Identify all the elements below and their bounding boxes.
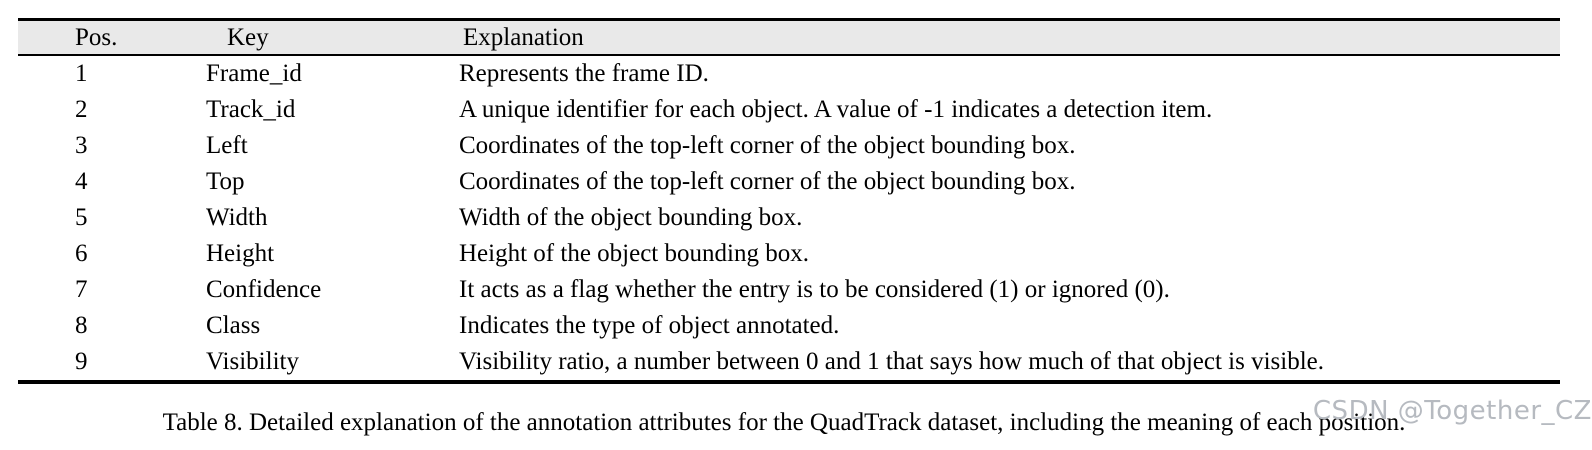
table-row: 3 Left Coordinates of the top-left corne… bbox=[18, 128, 1560, 164]
cell-key: Left bbox=[206, 132, 248, 160]
cell-pos: 8 bbox=[75, 312, 88, 340]
cell-pos: 5 bbox=[75, 204, 88, 232]
cell-explanation: It acts as a flag whether the entry is t… bbox=[459, 276, 1170, 304]
cell-pos: 1 bbox=[75, 60, 88, 88]
table-row: 6 Height Height of the object bounding b… bbox=[18, 236, 1560, 272]
column-header-key: Key bbox=[227, 23, 269, 51]
cell-pos: 7 bbox=[75, 276, 88, 304]
cell-explanation: Indicates the type of object annotated. bbox=[459, 312, 840, 340]
cell-pos: 9 bbox=[75, 348, 88, 376]
table-row: 4 Top Coordinates of the top-left corner… bbox=[18, 164, 1560, 200]
cell-key: Class bbox=[206, 312, 261, 340]
cell-key: Visibility bbox=[206, 348, 299, 376]
table-row: 7 Confidence It acts as a flag whether t… bbox=[18, 272, 1560, 308]
cell-key: Width bbox=[206, 204, 268, 232]
cell-pos: 3 bbox=[75, 132, 88, 160]
cell-key: Confidence bbox=[206, 276, 322, 304]
cell-key: Frame_id bbox=[206, 60, 302, 88]
cell-explanation: Visibility ratio, a number between 0 and… bbox=[459, 348, 1324, 376]
cell-key: Track_id bbox=[206, 96, 296, 124]
cell-pos: 4 bbox=[75, 168, 88, 196]
cell-explanation: Coordinates of the top-left corner of th… bbox=[459, 132, 1076, 160]
cell-explanation: Width of the object bounding box. bbox=[459, 204, 803, 232]
table-top-rule bbox=[18, 18, 1560, 21]
table-row: 8 Class Indicates the type of object ann… bbox=[18, 308, 1560, 344]
table-caption: Table 8. Detailed explanation of the ann… bbox=[162, 409, 1406, 436]
annotation-attributes-table: Pos. Key Explanation 1 Frame_id Represen… bbox=[18, 18, 1560, 384]
cell-explanation: Represents the frame ID. bbox=[459, 60, 709, 88]
table-header-rule bbox=[18, 54, 1560, 56]
table-row: 5 Width Width of the object bounding box… bbox=[18, 200, 1560, 236]
table-row: 1 Frame_id Represents the frame ID. bbox=[18, 56, 1560, 92]
cell-explanation: Coordinates of the top-left corner of th… bbox=[459, 168, 1076, 196]
table-bottom-rule bbox=[18, 380, 1560, 384]
cell-explanation: Height of the object bounding box. bbox=[459, 240, 809, 268]
cell-pos: 6 bbox=[75, 240, 88, 268]
cell-key: Height bbox=[206, 240, 275, 268]
column-header-pos: Pos. bbox=[75, 23, 118, 51]
cell-pos: 2 bbox=[75, 96, 88, 124]
cell-explanation: A unique identifier for each object. A v… bbox=[459, 96, 1213, 124]
table-body: 1 Frame_id Represents the frame ID. 2 Tr… bbox=[18, 56, 1560, 380]
table-row: 9 Visibility Visibility ratio, a number … bbox=[18, 344, 1560, 380]
table-row: 2 Track_id A unique identifier for each … bbox=[18, 92, 1560, 128]
cell-key: Top bbox=[206, 168, 245, 196]
table-header-row: Pos. Key Explanation bbox=[18, 21, 1560, 54]
column-header-explanation: Explanation bbox=[463, 23, 584, 51]
